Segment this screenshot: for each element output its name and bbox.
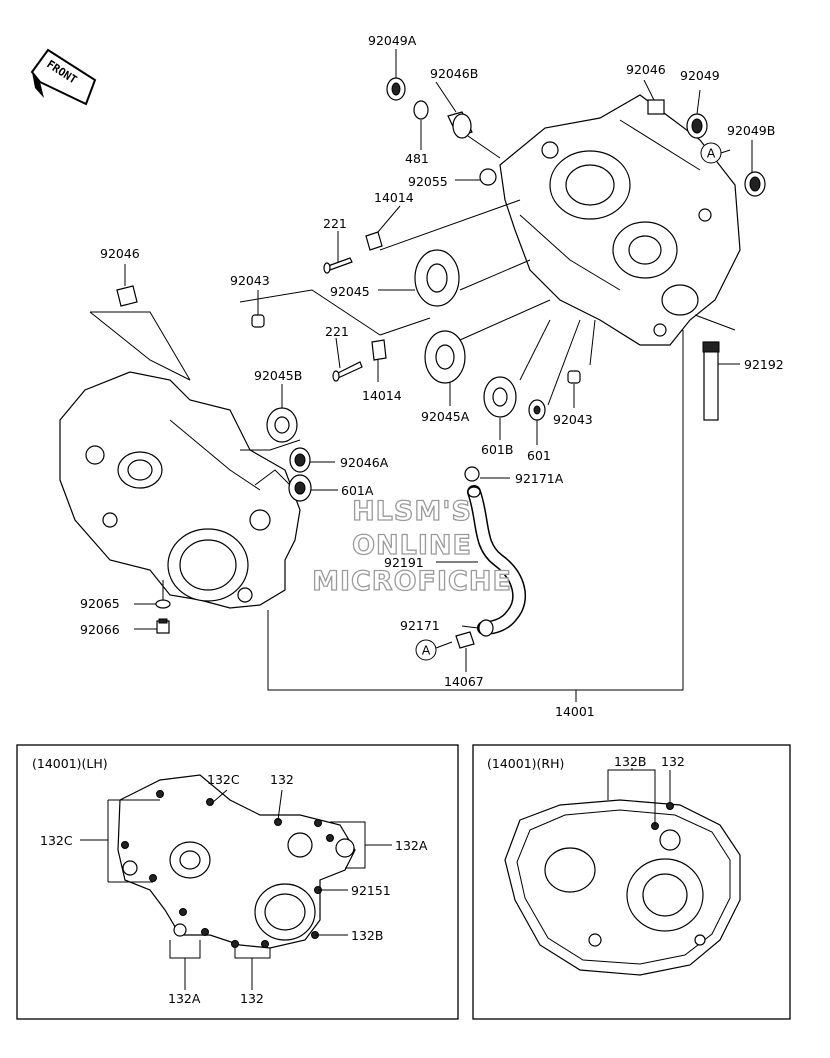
label-92049A: 92049A (368, 33, 417, 48)
label-14001: 14001 (555, 704, 595, 719)
callout-a-2: A (415, 639, 453, 661)
label-92055: 92055 (408, 174, 448, 189)
lh-panel-title: (14001)(LH) (32, 756, 108, 771)
label-92043-left: 92043 (230, 273, 270, 288)
lh-label-92151: 92151 (351, 883, 391, 898)
part-92066-plug (156, 618, 170, 634)
part-481-circlip (413, 100, 429, 120)
callout-a-1-text: A (707, 146, 716, 161)
part-92171A-clamp (464, 466, 480, 482)
part-92049A-seal (386, 77, 406, 101)
part-92191-hose (467, 485, 527, 635)
part-601B-bearing (483, 376, 517, 418)
part-601-seal (528, 399, 546, 421)
part-92045B-bearing (266, 407, 298, 443)
rh-panel-title: (14001)(RH) (487, 756, 564, 771)
part-92192-tube (702, 341, 720, 421)
label-601: 601 (527, 448, 551, 463)
rh-detail-panel: (14001)(RH) 132B 132 (472, 744, 791, 1020)
label-221-mid: 221 (325, 324, 349, 339)
part-14014-plate-mid (371, 339, 387, 361)
label-92049: 92049 (680, 68, 720, 83)
part-14067-pipe (455, 631, 475, 649)
part-92046-bearing-tr (647, 99, 665, 115)
front-arrow-icon: FRONT (30, 48, 97, 106)
label-92065: 92065 (80, 596, 120, 611)
rh-crankcase-drawing (504, 799, 741, 976)
watermark-line-3: MICROFICHE (312, 566, 512, 597)
label-92045A: 92045A (421, 409, 470, 424)
lh-label-132C-left: 132C (40, 833, 73, 848)
watermark-line-2: ONLINE (352, 530, 472, 561)
part-92065-washer (155, 599, 171, 609)
label-14014-top: 14014 (374, 190, 414, 205)
rh-label-132B: 132B (614, 754, 646, 769)
part-92045A-bearing (424, 330, 466, 384)
label-92191: 92191 (384, 555, 424, 570)
label-601A: 601A (341, 483, 374, 498)
label-92045B: 92045B (254, 368, 302, 383)
label-92171A: 92171A (515, 471, 564, 486)
part-92043-pin-left (251, 314, 265, 328)
label-92192: 92192 (744, 357, 784, 372)
part-601A-seal (288, 474, 312, 502)
label-92043-right: 92043 (553, 412, 593, 427)
part-221-screw-mid (332, 361, 363, 382)
callout-a-1: A (700, 142, 722, 164)
label-92046-left: 92046 (100, 246, 140, 261)
label-601B: 601B (481, 442, 513, 457)
label-92046-tr: 92046 (626, 62, 666, 77)
part-92046B-bearing (447, 111, 473, 139)
lh-label-132A-bottom: 132A (168, 991, 201, 1006)
label-92066: 92066 (80, 622, 120, 637)
label-92049B: 92049B (727, 123, 775, 138)
lh-crankcase-drawing (117, 774, 356, 949)
leader-lines (89, 49, 753, 702)
lh-label-132-bottom: 132 (240, 991, 264, 1006)
lh-label-132A-right: 132A (395, 838, 428, 853)
part-92171-clamp (478, 619, 494, 637)
part-92046-bearing-left (116, 285, 138, 307)
lh-label-132B: 132B (351, 928, 383, 943)
part-92045-bearing (414, 249, 460, 307)
label-92045: 92045 (330, 284, 370, 299)
label-14067: 14067 (444, 674, 484, 689)
right-crankcase-half (499, 94, 741, 346)
part-92049B-seal (744, 171, 766, 197)
label-92171: 92171 (400, 618, 440, 633)
label-14014-mid: 14014 (362, 388, 402, 403)
rh-label-132: 132 (661, 754, 685, 769)
label-92046A: 92046A (340, 455, 389, 470)
watermark-line-1: HLSM'S (352, 496, 472, 527)
part-221-screw-top (323, 257, 353, 274)
callout-a-2-text: A (422, 643, 431, 658)
label-481: 481 (405, 151, 429, 166)
watermark: HLSM'S ONLINE MICROFICHE (311, 495, 512, 597)
part-92043-pin-right (567, 370, 581, 384)
label-92046B: 92046B (430, 66, 478, 81)
label-221-top: 221 (323, 216, 347, 231)
part-labels: 92049A 92046B 481 92055 92046 92049 9204… (80, 33, 784, 719)
lh-detail-panel: (14001)(LH) (16, 744, 459, 1020)
part-92055-oring (479, 168, 497, 186)
lh-label-132-top: 132 (270, 772, 294, 787)
part-92049-seal (686, 113, 708, 139)
part-14014-plate-top (365, 231, 383, 251)
left-crankcase-half (59, 371, 301, 609)
part-92046A-bearing (289, 447, 311, 473)
lh-label-132C-top: 132C (207, 772, 240, 787)
